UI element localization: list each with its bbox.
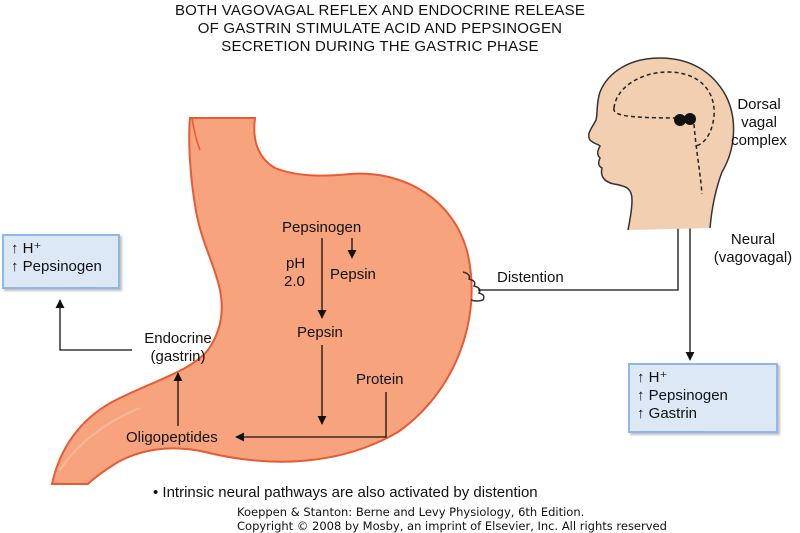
label-neural: Neural	[730, 231, 776, 248]
arrow-protein-to-oligopeptides	[235, 392, 387, 442]
stomach-shape	[50, 117, 473, 485]
credit-line-1: Koeppen & Stanton: Berne and Levy Physio…	[237, 505, 585, 519]
title-line-2: OF GASTRIN STIMULATE ACID AND PEPSINOGEN	[197, 20, 563, 37]
vagal-nucleus-left	[674, 114, 686, 126]
label-ph-value: 2.0	[284, 273, 305, 290]
vagal-nucleus-right	[684, 113, 696, 125]
label-oligopeptides: Oligopeptides	[126, 429, 218, 446]
label-pepsinogen: Pepsinogen	[282, 219, 362, 236]
diagram-title: BOTH VAGOVAGAL REFLEX AND ENDOCRINE RELE…	[100, 2, 660, 56]
label-endocrine: Endocrine	[144, 330, 212, 347]
stretch-receptor-icon	[462, 271, 485, 302]
label-gastrin: (gastrin)	[150, 348, 206, 365]
esophagus-shading	[191, 117, 201, 151]
label-vagovagal: (vagovagal)	[713, 249, 793, 266]
duodenum-edge	[59, 407, 141, 471]
right-effect-box: ↑ H⁺ ↑ Pepsinogen ↑ Gastrin	[628, 363, 778, 433]
brain-outline	[613, 71, 715, 147]
label-dorsal-vagal-complex: Dorsal vagal complex	[724, 96, 794, 150]
brainstem-outline	[693, 123, 703, 195]
label-protein: Protein	[356, 371, 404, 388]
left-effect-box: ↑ H⁺ ↑ Pepsinogen	[2, 234, 120, 289]
right-box-pepsinogen: ↑ Pepsinogen	[637, 387, 728, 404]
arrow-endocrine-to-left-box	[55, 299, 132, 351]
right-box-acid: ↑ H⁺	[637, 369, 668, 386]
label-dorsal: Dorsal	[737, 96, 781, 113]
label-distention: Distention	[497, 269, 564, 286]
label-neural-group: Neural (vagovagal)	[710, 231, 796, 267]
label-endocrine-group: Endocrine (gastrin)	[133, 330, 223, 366]
label-vagal: vagal	[741, 114, 777, 131]
left-box-acid: ↑ H⁺	[11, 240, 42, 257]
right-box-gastrin: ↑ Gastrin	[637, 405, 698, 422]
head-shape	[587, 57, 735, 231]
footnote: • Intrinsic neural pathways are also act…	[153, 484, 538, 501]
title-line-1: BOTH VAGOVAGAL REFLEX AND ENDOCRINE RELE…	[174, 2, 586, 19]
label-complex: complex	[731, 132, 787, 149]
credit-line-2: Copyright © 2008 by Mosby, an imprint of…	[237, 519, 667, 533]
label-pepsin: Pepsin	[297, 324, 343, 341]
title-line-3: SECRETION DURING THE GASTRIC PHASE	[221, 38, 539, 55]
left-box-pepsinogen: ↑ Pepsinogen	[11, 258, 102, 275]
label-pepsin-small: Pepsin	[330, 266, 376, 283]
label-ph: pH	[286, 255, 306, 272]
